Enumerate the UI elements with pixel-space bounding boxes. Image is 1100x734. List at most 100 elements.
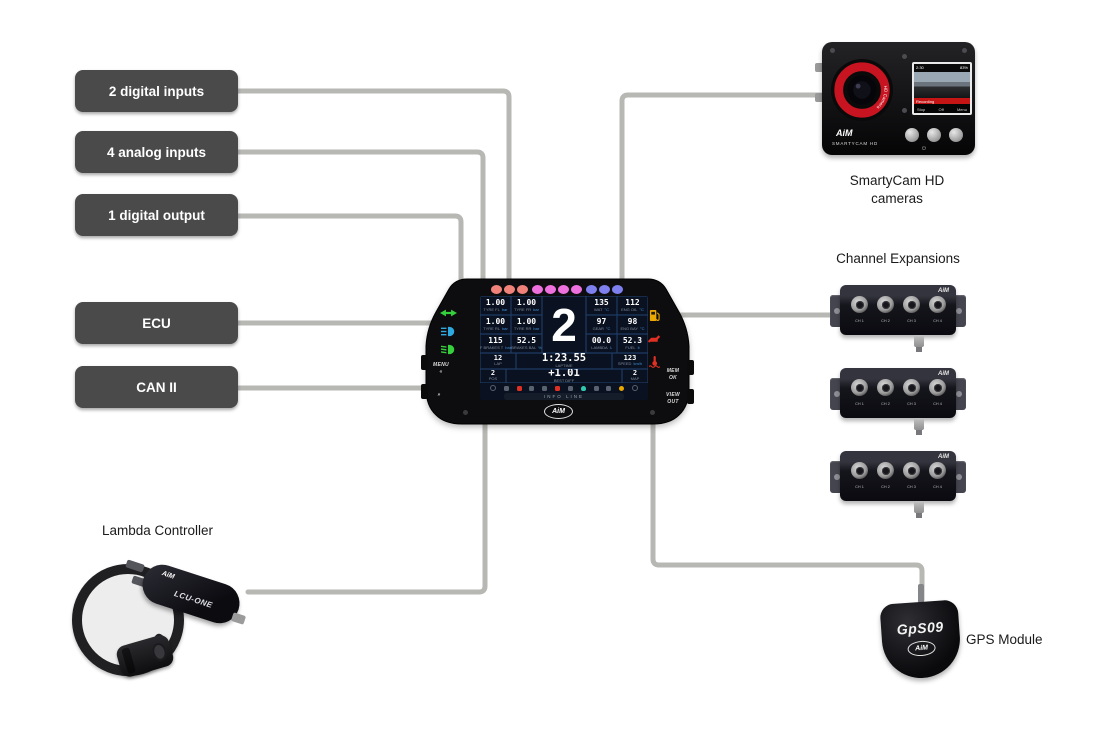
dash-side-button <box>687 389 694 404</box>
lambda-device: AiM LCU-ONE <box>60 540 320 700</box>
camera-body: HD Camera 2:30 83% Recording Stop Off Me… <box>822 42 975 155</box>
camera-connector <box>815 63 825 72</box>
lap-cell: 12 LAP <box>480 353 516 369</box>
screw <box>902 108 907 113</box>
wire-smartycam <box>619 92 835 303</box>
wire-2-digital-inputs <box>235 88 512 303</box>
channel-label: CH 3 <box>907 319 916 323</box>
channel-label: CH 3 <box>907 485 916 489</box>
camera-model-label: SMARTYCAM HD <box>832 141 879 146</box>
gps-caption: GPS Module <box>966 632 1043 647</box>
clock-status-icon <box>631 385 638 391</box>
low-beam-icon <box>441 344 455 355</box>
regen-status-icon <box>542 385 548 391</box>
channel-connector <box>903 462 920 479</box>
shift-led <box>504 285 515 294</box>
screw <box>962 48 967 53</box>
shift-led <box>558 285 569 294</box>
dash-display: MENU « » MEM OK VIEW OUT AiM 1.00 TYRE F… <box>421 276 694 428</box>
channel-connector <box>877 296 894 313</box>
aim-logo: AiM <box>938 454 949 460</box>
screw-hole <box>834 474 840 480</box>
battery-warning-icon <box>516 385 522 391</box>
channel-label: CH 4 <box>933 485 942 489</box>
bezel-screw <box>650 410 655 415</box>
neutral-status-icon <box>490 385 496 391</box>
high-beam-icon <box>441 326 455 337</box>
dash-cell: 135 WAT°C <box>586 296 617 315</box>
shift-led <box>517 285 528 294</box>
screw-hole <box>956 474 962 480</box>
aim-logo: AiM <box>836 128 853 138</box>
bezel-screw <box>463 410 468 415</box>
channel-expansion-module: AiM CH 1 CH 2 CH 3 CH 4 <box>830 366 966 436</box>
channel-label: CH 4 <box>933 319 942 323</box>
best-diff-cell: +1.01 BEST DIFF <box>506 369 622 383</box>
channel-connector <box>877 379 894 396</box>
channel-label: CH 2 <box>881 485 890 489</box>
shield-status-icon <box>580 385 586 391</box>
oil-warning-icon <box>648 334 661 343</box>
drop-status-icon <box>567 385 573 391</box>
channel-expansion-module: AiM CH 1 CH 2 CH 3 CH 4 <box>830 283 966 353</box>
wire-gps <box>650 407 925 603</box>
channel-connector <box>851 296 868 313</box>
smartycam-device: HD Camera 2:30 83% Recording Stop Off Me… <box>815 35 983 163</box>
channel-label: CH 1 <box>855 319 864 323</box>
gear-indicator: 2 <box>542 296 586 353</box>
camera-lens-icon: HD Camera <box>830 58 894 122</box>
camera-live-view <box>914 72 970 98</box>
camera-button <box>949 128 963 142</box>
channel-connector <box>851 379 868 396</box>
screw <box>902 54 907 59</box>
io-button-digital-output: 1 digital output <box>75 194 238 236</box>
screw-hole <box>956 308 962 314</box>
camera-off-button: Off <box>938 106 944 112</box>
channel-expansion-module: AiM CH 1 CH 2 CH 3 CH 4 <box>830 449 966 519</box>
screw <box>830 48 835 53</box>
menu-button-label: MENU « <box>433 362 449 375</box>
camera-stop-button: Stop <box>917 106 926 112</box>
screw-hole <box>834 308 840 314</box>
io-button-can2: CAN II <box>75 366 238 408</box>
power-icon: ⏻ <box>922 146 926 152</box>
channel-connector <box>903 296 920 313</box>
lambda-connector <box>230 612 247 625</box>
aim-logo: AiM <box>544 404 573 419</box>
alert-warning-icon <box>555 385 561 391</box>
channel-label: CH 2 <box>881 402 890 406</box>
channel-expansions-caption: Channel Expansions <box>836 251 960 266</box>
channel-connector <box>929 379 946 396</box>
lambda-model-label: LCU-ONE <box>173 589 214 610</box>
camera-connector <box>815 93 825 102</box>
view-out-button-label: VIEW OUT <box>666 392 680 405</box>
channel-connector <box>929 296 946 313</box>
gps-model-label: GpS09 <box>896 618 945 638</box>
io-button-analog-inputs: 4 analog inputs <box>75 131 238 173</box>
shift-led <box>532 285 543 294</box>
cloud-status-icon <box>529 385 535 391</box>
screw-hole <box>956 391 962 397</box>
dash-cell: 97 GEAR°C <box>586 315 617 334</box>
channel-label: CH 3 <box>907 402 916 406</box>
io-button-ecu: ECU <box>75 302 238 344</box>
camera-button <box>927 128 941 142</box>
gps-body: GpS09 AiM <box>879 599 963 681</box>
map-cell: 2 MAP <box>622 369 648 383</box>
arrow-status-icon <box>593 385 599 391</box>
smartycam-caption: SmartyCam HD cameras <box>849 173 945 206</box>
status-icon-row <box>486 383 642 393</box>
module-cable-connector <box>914 418 924 435</box>
dash-side-button <box>421 355 428 370</box>
info-line: INFO LINE <box>504 393 624 400</box>
channel-connector <box>851 462 868 479</box>
dash-cell: 112 ENG OIL°C <box>617 296 648 315</box>
screw-hole <box>834 391 840 397</box>
